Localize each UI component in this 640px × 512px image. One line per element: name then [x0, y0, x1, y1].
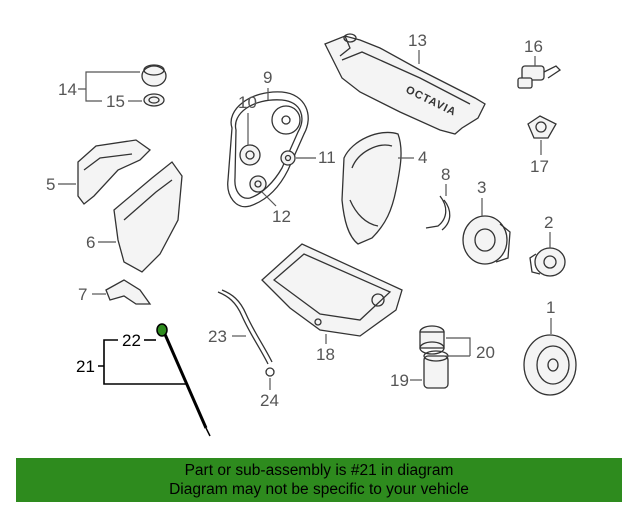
bracket-part-8[interactable] — [425, 195, 451, 231]
leader-line-12 — [261, 191, 277, 207]
timing-cover-part-4[interactable] — [341, 131, 402, 245]
bracket-part-7[interactable] — [105, 279, 152, 305]
callout-21: 21 — [76, 357, 95, 376]
callout-22: 22 — [122, 331, 141, 350]
leader-line-20 — [444, 337, 471, 357]
clip-part-24[interactable] — [265, 367, 275, 377]
info-banner: Part or sub-assembly is #21 in diagram D… — [16, 458, 622, 502]
oil-filter-housing-part-19[interactable] — [423, 350, 449, 389]
banner-line-1: Part or sub-assembly is #21 in diagram — [184, 462, 454, 479]
callout-16: 16 — [524, 37, 543, 56]
callout-12: 12 — [272, 207, 291, 226]
engine-parts-diagram: OCTAVIA 13 16 17 14 15 9 10 — [46, 31, 577, 437]
callout-4: 4 — [418, 148, 427, 167]
callout-23: 23 — [208, 327, 227, 346]
pulley-part-10[interactable] — [239, 144, 261, 166]
callout-6: 6 — [86, 233, 95, 252]
upper-cover-part-5[interactable] — [77, 139, 152, 205]
crankshaft-pulley-part-1[interactable] — [523, 334, 577, 396]
timing-belt-part-9[interactable] — [227, 91, 309, 208]
leader-line-21 — [98, 339, 186, 385]
seal-part-15[interactable] — [143, 93, 165, 107]
callout-2: 2 — [544, 213, 553, 232]
idler-pulley-part-12[interactable] — [249, 175, 267, 193]
callout-18: 18 — [316, 345, 335, 364]
engine-cover-part[interactable]: OCTAVIA — [324, 33, 486, 135]
lower-cover-part-6[interactable] — [113, 161, 183, 273]
tube-part-23[interactable] — [217, 289, 273, 365]
callout-9: 9 — [263, 68, 272, 87]
callout-13: 13 — [408, 31, 427, 50]
callout-15: 15 — [106, 92, 125, 111]
callout-14: 14 — [58, 80, 77, 99]
callout-20: 20 — [476, 343, 495, 362]
tensioner-part-11[interactable] — [280, 150, 296, 166]
callout-8: 8 — [441, 165, 450, 184]
sensor-part-17[interactable] — [527, 115, 557, 139]
sensor-part-16[interactable] — [517, 65, 562, 89]
callout-5: 5 — [46, 175, 55, 194]
callout-24: 24 — [260, 391, 279, 410]
cap-part-14[interactable] — [141, 64, 167, 87]
callout-17: 17 — [530, 157, 549, 176]
dipstick-cap-part-22[interactable] — [156, 323, 168, 337]
callout-10: 10 — [238, 93, 257, 112]
pump-part-3[interactable] — [462, 215, 511, 265]
callout-19: 19 — [390, 371, 409, 390]
leader-line-14 — [78, 71, 140, 102]
dipstick-part-21[interactable] — [162, 331, 211, 437]
callout-7: 7 — [78, 285, 87, 304]
callout-1: 1 — [546, 298, 555, 317]
pump-part-2[interactable] — [529, 247, 566, 277]
oil-filter-part-20[interactable] — [419, 325, 445, 355]
banner-line-2: Diagram may not be specific to your vehi… — [169, 481, 469, 498]
callout-11: 11 — [318, 148, 336, 167]
callout-3: 3 — [477, 178, 486, 197]
oil-pan-part-18[interactable] — [261, 243, 403, 337]
